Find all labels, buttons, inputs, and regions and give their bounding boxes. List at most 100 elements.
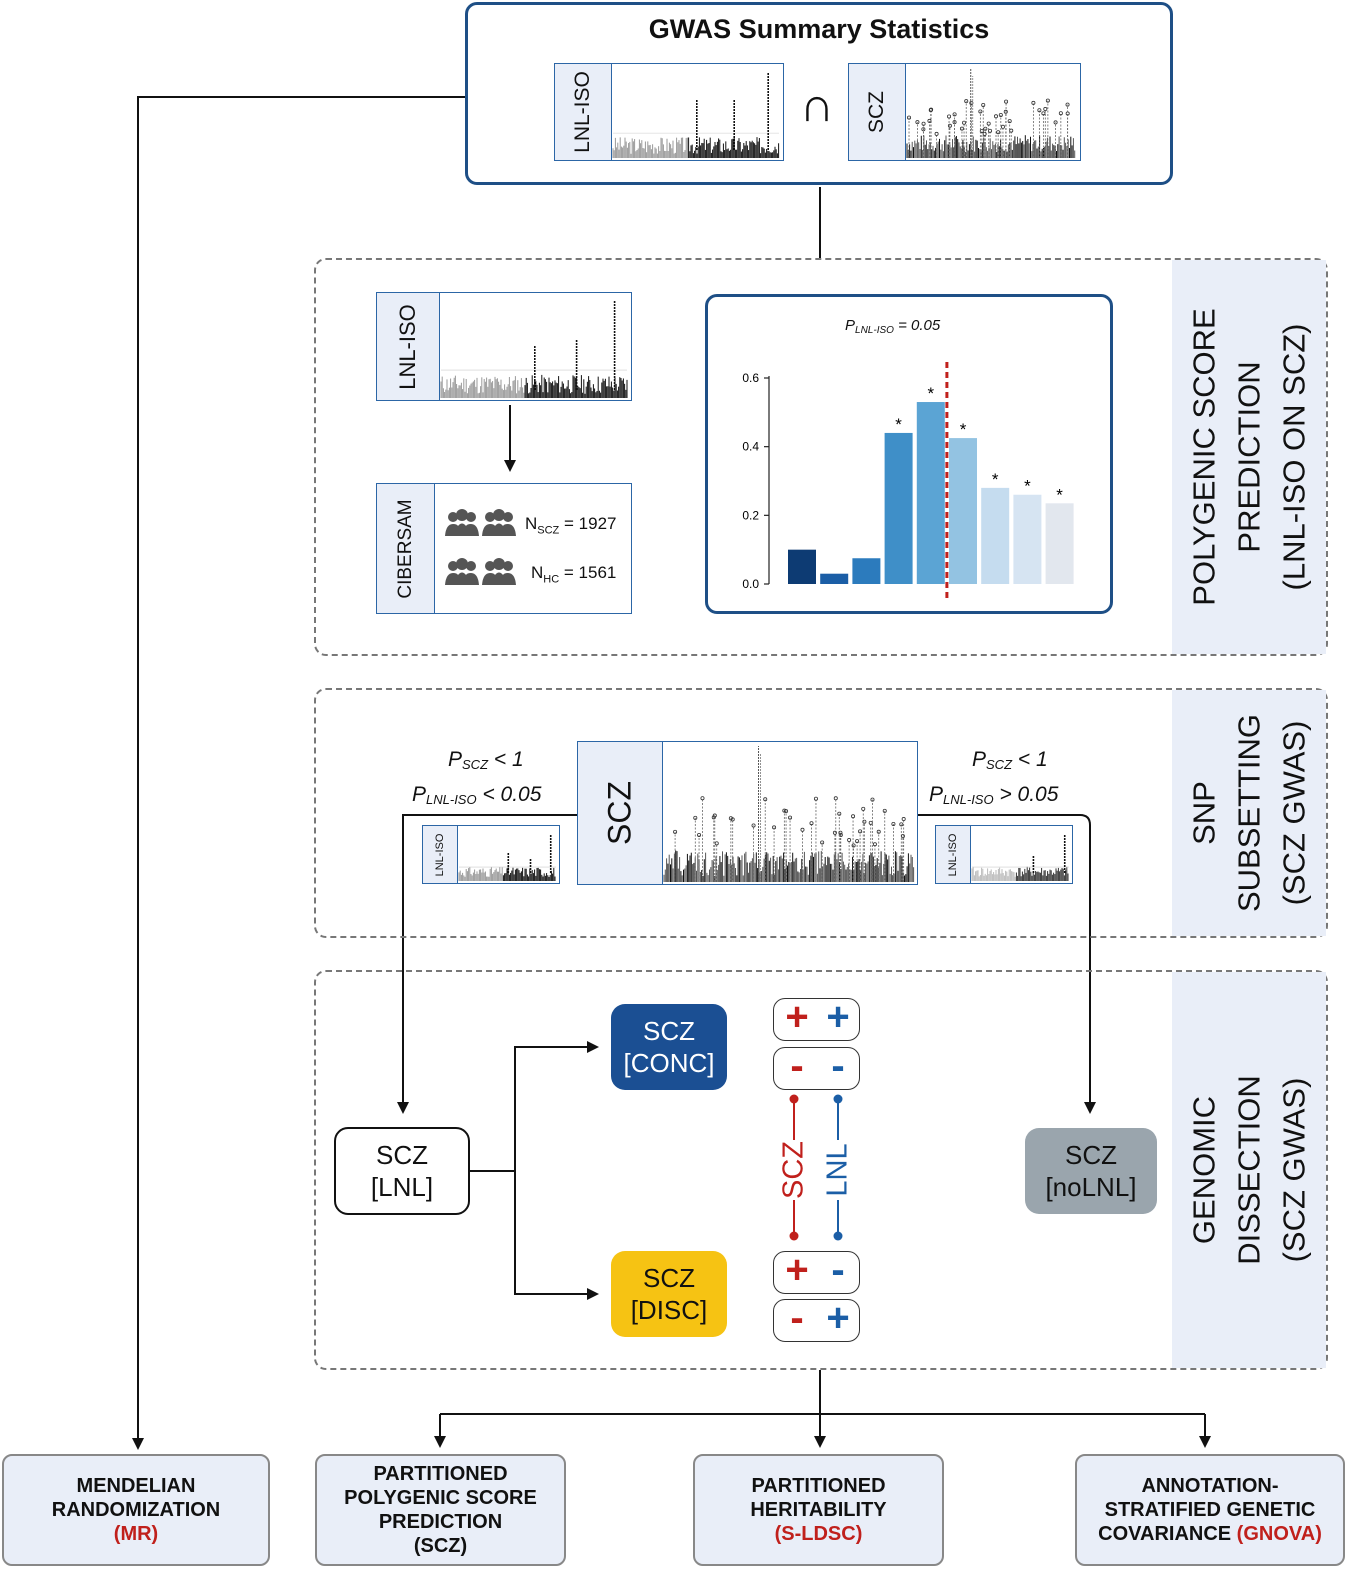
n-scz-count: NSCZ = 1927 <box>525 514 617 536</box>
manhattan-plot-lnl-iso-prs: LNL-ISO <box>376 292 632 401</box>
bar <box>1013 494 1042 584</box>
scz-sign-plus-icon: + <box>785 995 809 1039</box>
snp-side-panel: SNP SUBSETTING (SCZ GWAS) <box>1172 690 1326 936</box>
dissection-side-panel: GENOMIC DISSECTION (SCZ GWAS) <box>1172 972 1326 1368</box>
scz-nolnl-node: SCZ [noLNL] <box>1025 1128 1157 1214</box>
p-rest: < 1 <box>1017 748 1048 771</box>
legend-lnl-label: LNL <box>821 1143 854 1197</box>
significance-star: * <box>895 415 902 434</box>
y-tick-label: 0.4 <box>742 440 759 454</box>
output-line: ANNOTATION- <box>1141 1475 1279 1497</box>
legend-scz-label: SCZ <box>777 1141 810 1199</box>
manhattan-lnl-graphic <box>440 301 628 398</box>
left-p-lnl: PLNL-ISO < 0.05 <box>412 783 541 807</box>
n-sub: HC <box>543 573 560 586</box>
node-line: SCZ <box>376 1140 428 1170</box>
manhattan-plot-scz-main: SCZ <box>577 741 918 885</box>
bar <box>949 438 977 584</box>
output-line: PARTITIONED <box>751 1475 886 1497</box>
intersection-icon: ∩ <box>799 79 835 132</box>
output-line-with-tag: COVARIANCE (GNOVA) <box>1098 1522 1322 1546</box>
lnl-sign-minus-icon: - <box>831 1044 845 1088</box>
sign-pill-conc-negative: - - <box>773 1044 860 1090</box>
bar <box>820 573 849 584</box>
manhattan-plot-lnl-small-right: LNL-ISO <box>935 825 1073 884</box>
prs-side-panel: POLYGENIC SCORE PREDICTION (LNL-ISO ON S… <box>1172 260 1326 654</box>
manhattan-points <box>663 746 915 882</box>
n-label: N <box>531 563 544 582</box>
p-main: P <box>412 783 427 806</box>
output-line: MENDELIAN <box>76 1475 196 1497</box>
manhattan-points <box>906 68 1076 158</box>
bar <box>981 487 1010 584</box>
node-line: SCZ <box>1065 1140 1117 1170</box>
manhattan-plot-lnl-iso: LNL-ISO <box>554 63 784 161</box>
right-p-lnl: PLNL-ISO > 0.05 <box>929 783 1058 807</box>
chart-title-rest: = 0.05 <box>898 317 941 334</box>
bar <box>884 432 913 584</box>
significance-star: * <box>960 420 967 439</box>
genomic-dissection-section <box>314 970 1328 1370</box>
bar <box>1045 503 1074 584</box>
p-sub: LNL-ISO <box>426 792 477 807</box>
manhattan-plot-scz: SCZ <box>848 63 1081 161</box>
manhattan-points <box>458 835 556 881</box>
manhattan-scz-graphic <box>906 68 1076 158</box>
significance-star: * <box>1056 485 1063 504</box>
n-hc-count: NHC = 1561 <box>531 563 616 585</box>
chart-title-sub: LNL-ISO <box>855 325 894 336</box>
lnl-sign-minus-icon: - <box>831 1248 845 1292</box>
output-tag: (S-LDSC) <box>774 1523 863 1545</box>
manhattan-scz-graphic <box>663 746 915 882</box>
output-tag: (GNOVA) <box>1236 1523 1322 1545</box>
output-tag: (MR) <box>113 1523 159 1545</box>
bar <box>916 402 945 584</box>
manhattan-lnl-graphic <box>458 835 556 881</box>
node-line: SCZ <box>643 1263 695 1293</box>
p-main: P <box>448 748 463 771</box>
output-partitioned-prs: PARTITIONED POLYGENIC SCORE PREDICTION (… <box>315 1454 566 1566</box>
significance-star: * <box>1024 477 1031 496</box>
output-line: STRATIFIED GENETIC <box>1104 1499 1316 1521</box>
chart-title-main: P <box>845 317 856 334</box>
output-partitioned-heritability: PARTITIONED HERITABILITY (S-LDSC) <box>693 1454 944 1566</box>
node-line: [LNL] <box>370 1172 434 1202</box>
node-line: SCZ <box>643 1016 695 1046</box>
scz-sign-minus-icon: - <box>790 1044 804 1088</box>
p-main: P <box>929 783 944 806</box>
p-rest: < 1 <box>493 748 524 771</box>
right-p-scz: PSCZ < 1 <box>972 748 1048 772</box>
output-line: POLYGENIC SCORE <box>344 1487 537 1509</box>
bar <box>788 549 816 584</box>
sign-pill-disc-2: - + <box>773 1296 860 1342</box>
sign-pill-conc-positive: + + <box>773 995 860 1041</box>
output-line: PARTITIONED <box>373 1463 508 1485</box>
output-mendelian-randomization: MENDELIAN RANDOMIZATION (MR) <box>2 1454 270 1566</box>
y-tick-label: 0.0 <box>742 577 759 591</box>
left-p-scz: PSCZ < 1 <box>448 748 524 772</box>
output-line: (SCZ) <box>413 1535 468 1557</box>
scz-lnl-node: SCZ [LNL] <box>334 1127 470 1215</box>
prs-bar-chart: 0.00.20.40.6****** <box>742 362 1074 602</box>
prs-bar-chart-box <box>705 294 1113 614</box>
output-genetic-covariance: ANNOTATION- STRATIFIED GENETIC COVARIANC… <box>1075 1454 1345 1566</box>
p-sub: LNL-ISO <box>943 792 994 807</box>
p-sub: SCZ <box>462 757 489 772</box>
scz-sign-minus-icon: - <box>790 1296 804 1340</box>
y-tick-label: 0.2 <box>742 508 759 522</box>
manhattan-points <box>612 73 780 158</box>
manhattan-plot-lnl-small-left: LNL-ISO <box>422 825 560 884</box>
output-line: COVARIANCE <box>1098 1523 1232 1545</box>
n-sub: SCZ <box>537 524 560 537</box>
snp-subsetting-section <box>314 688 1328 938</box>
output-line: PREDICTION <box>378 1511 503 1533</box>
p-rest: < 0.05 <box>482 783 542 806</box>
scz-conc-node: SCZ [CONC] <box>611 1004 727 1090</box>
lnl-sign-plus-icon: + <box>826 995 850 1039</box>
n-value: = 1561 <box>563 563 617 582</box>
gwas-summary-title: GWAS Summary Statistics <box>648 14 990 44</box>
n-label: N <box>525 514 538 533</box>
manhattan-points <box>440 301 628 398</box>
